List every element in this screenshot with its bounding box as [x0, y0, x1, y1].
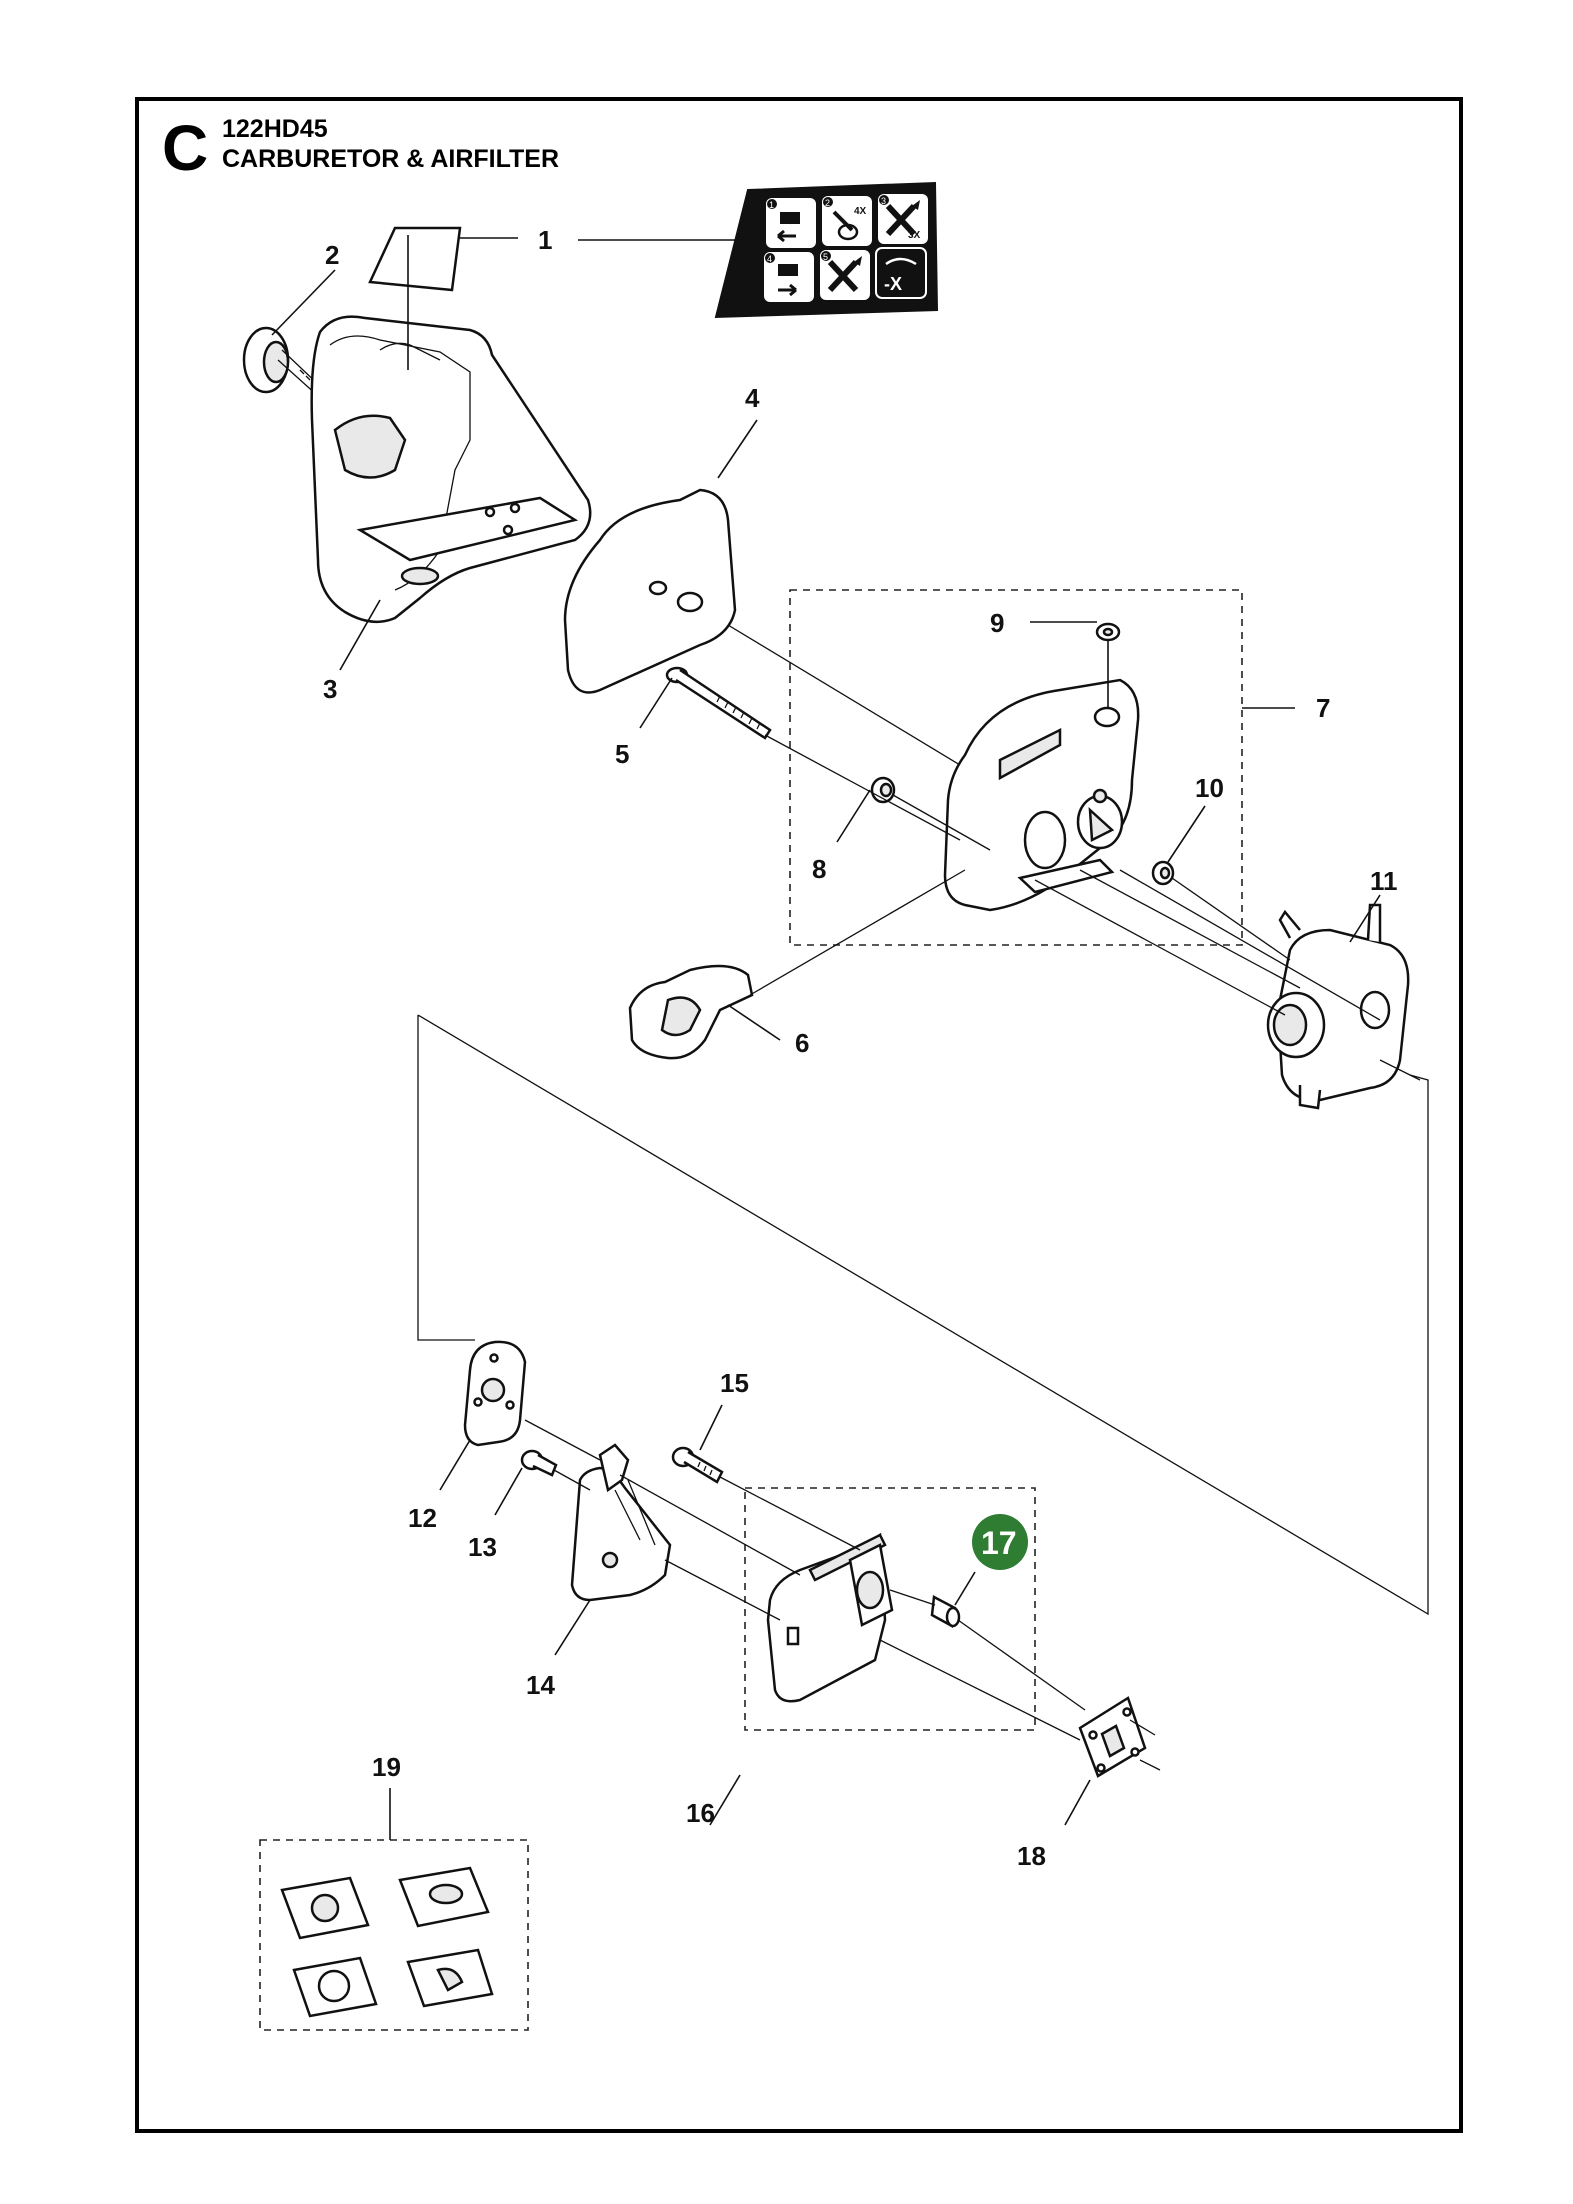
decal-choke-off-icon: 4 [764, 252, 814, 302]
decal-start-icon: 5 [820, 250, 870, 300]
callout-12[interactable]: 12 [408, 1503, 437, 1533]
decal-choke-icon: 1 [766, 198, 816, 248]
part-10-nut[interactable] [1151, 860, 1175, 886]
callout-5[interactable]: 5 [615, 739, 629, 769]
section-letter: C [162, 112, 208, 184]
svg-text:4: 4 [767, 254, 772, 264]
callout-8[interactable]: 8 [812, 854, 826, 884]
callout-13[interactable]: 13 [468, 1532, 497, 1562]
callout-15[interactable]: 15 [720, 1368, 749, 1398]
part-12-gasket[interactable] [463, 1340, 527, 1447]
callout-17[interactable]: 17 [981, 1525, 1017, 1561]
part-11-carburetor[interactable] [1266, 903, 1410, 1110]
callout-11[interactable]: 11 [1370, 866, 1398, 896]
svg-text:2: 2 [825, 198, 830, 208]
alignment-lines [524, 624, 1421, 1771]
part-17-pin[interactable] [930, 1595, 961, 1628]
callout-1[interactable]: 1 [538, 225, 552, 255]
callout-3[interactable]: 3 [323, 674, 337, 704]
part-1-decal[interactable]: 1 4X 2 3X 3 4 [714, 181, 939, 319]
group-19-box [259, 1839, 529, 2031]
part-14-bracket[interactable] [570, 1443, 672, 1602]
part-3-airfilter-cover[interactable] [310, 315, 592, 624]
part-9-washer[interactable] [1095, 622, 1121, 642]
part-6-choke-lever[interactable] [628, 964, 754, 1060]
callouts: 1 2 3 4 5 6 7 8 9 10 11 12 13 14 15 16 1… [323, 225, 1398, 1871]
callout-17-badge[interactable]: 17 [972, 1514, 1028, 1570]
decal-primer-4x-icon: 4X 2 [822, 196, 872, 246]
part-18-gasket[interactable] [1078, 1696, 1147, 1778]
decal-pull-3x-icon: 3X 3 [878, 194, 928, 244]
svg-text:4X: 4X [854, 206, 867, 217]
svg-text:3X: 3X [908, 230, 921, 241]
model-number: 122HD45 [222, 115, 328, 143]
svg-text:-X: -X [884, 274, 902, 294]
callout-14[interactable]: 14 [526, 1670, 555, 1700]
diagram-frame [135, 97, 1463, 2133]
callout-16[interactable]: 16 [686, 1798, 715, 1828]
svg-text:1: 1 [769, 200, 774, 210]
callout-9[interactable]: 9 [990, 608, 1004, 638]
part-13-screw[interactable] [520, 1449, 558, 1477]
group-7-box [789, 589, 1243, 946]
svg-text:5: 5 [823, 252, 828, 262]
part-1-sticker[interactable] [368, 226, 462, 292]
svg-text:3: 3 [881, 196, 886, 206]
part-4-filter-element[interactable] [563, 488, 737, 694]
part-16-intake-adapter[interactable] [766, 1532, 894, 1703]
callout-10[interactable]: 10 [1195, 773, 1224, 803]
part-19-gasket-kit[interactable] [280, 1866, 494, 2018]
callout-2[interactable]: 2 [325, 240, 339, 270]
leader-lines [271, 235, 1381, 1840]
diagram-header: C 122HD45 CARBURETOR & AIRFILTER [162, 112, 559, 184]
group-16-box [744, 1487, 1036, 1731]
callout-7[interactable]: 7 [1316, 693, 1330, 723]
callout-19[interactable]: 19 [372, 1752, 401, 1782]
callout-6[interactable]: 6 [795, 1028, 809, 1058]
highlight-badge [972, 1514, 1028, 1570]
callout-18[interactable]: 18 [1017, 1841, 1046, 1871]
decal-stop-icon: -X [875, 247, 927, 299]
part-7-housing[interactable] [943, 678, 1140, 912]
part-15-screw[interactable] [671, 1446, 724, 1484]
part-5-screw[interactable] [665, 666, 772, 740]
part-2-knob[interactable] [242, 326, 323, 397]
callout-4[interactable]: 4 [745, 383, 760, 413]
diagram-title: CARBURETOR & AIRFILTER [222, 145, 559, 173]
assembly-outline [417, 1014, 1429, 1616]
